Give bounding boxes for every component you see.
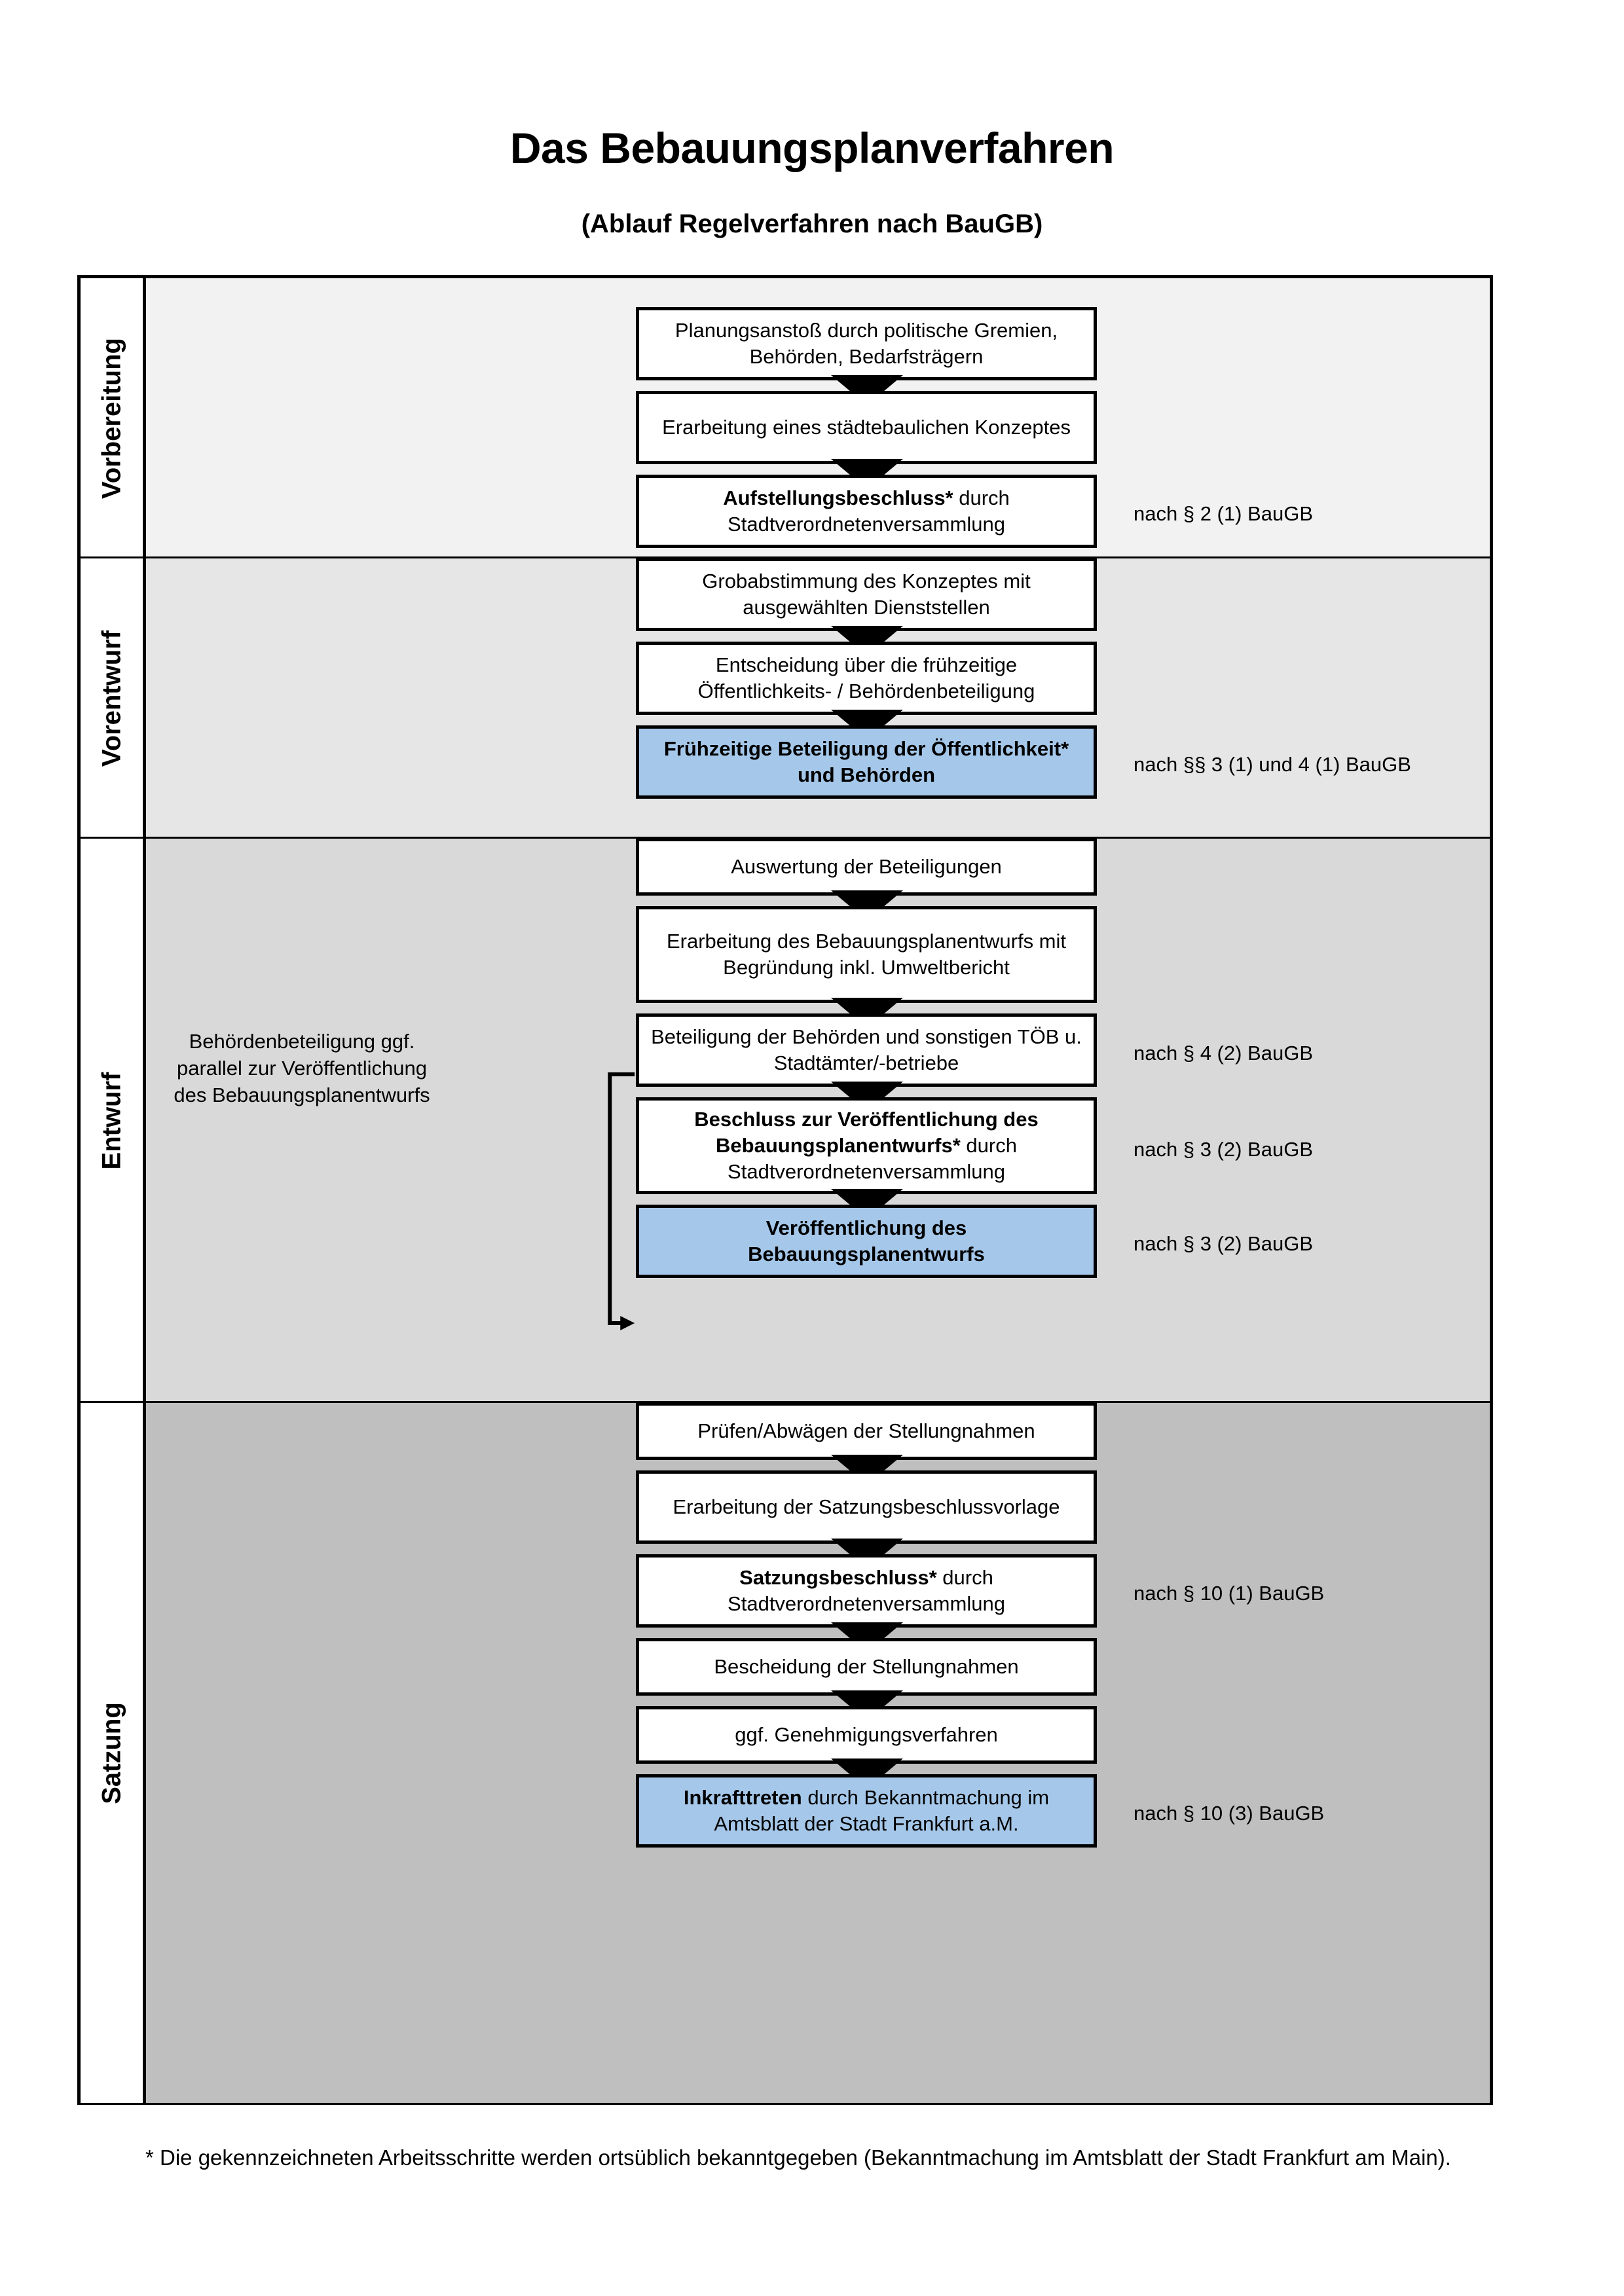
section-satzung: Satzung Prüfen/Abwägen der Stellungnahme…: [81, 1401, 1490, 2103]
step-text: Auswertung der Beteiligungen: [731, 855, 1002, 879]
step-text: Inkrafttreten durch Bekanntmachung im Am…: [648, 1785, 1084, 1836]
section-divider: [81, 1401, 1490, 1403]
step-box[interactable]: Auswertung der Beteiligungen: [636, 838, 1097, 896]
step-box[interactable]: Erarbeitung der Satzungsbeschlussvorlage: [636, 1470, 1097, 1544]
legal-reference: nach § 4 (2) BauGB: [1134, 1042, 1313, 1065]
step-box-highlighted[interactable]: Veröffentlichung des Bebauungsplanentwur…: [636, 1205, 1097, 1278]
section-body-vorentwurf: Grobabstimmung des Konzeptes mit ausgewä…: [146, 558, 1490, 839]
footnote-text: * Die gekennzeichneten Arbeitsschritte w…: [145, 2145, 1451, 2170]
step-text-bold: Frühzeitige Beteiligung der Öffentlichke…: [663, 737, 1069, 786]
section-label-entwurf: Entwurf: [97, 1072, 126, 1170]
step-box[interactable]: Beteiligung der Behörden und sonstigen T…: [636, 1013, 1097, 1087]
step-box[interactable]: Prüfen/Abwägen der Stellungnahmen: [636, 1402, 1097, 1460]
page-subtitle: (Ablauf Regelverfahren nach BauGB): [581, 210, 1043, 238]
step-box-highlighted[interactable]: Inkrafttreten durch Bekanntmachung im Am…: [636, 1774, 1097, 1848]
step-text: Bescheidung der Stellungnahmen: [714, 1655, 1019, 1679]
step-text: ggf. Genehmigungsverfahren: [735, 1723, 998, 1747]
section-label-vorentwurf: Vorentwurf: [97, 630, 126, 767]
step-box[interactable]: Erarbeitung eines städtebaulichen Konzep…: [636, 391, 1097, 464]
section-label-column-satzung: Satzung: [81, 1403, 146, 2103]
step-box[interactable]: Satzungsbeschluss* durch Stadtverordnete…: [636, 1554, 1097, 1628]
step-box-highlighted[interactable]: Frühzeitige Beteiligung der Öffentlichke…: [636, 725, 1097, 799]
step-text: Beschluss zur Veröffentlichung des Bebau…: [648, 1106, 1084, 1184]
step-text: Entscheidung über die frühzeitige Öffent…: [697, 653, 1035, 702]
step-text-normal: durch Stadtverordnetenversammlung: [728, 1566, 1005, 1615]
section-divider: [81, 556, 1490, 558]
step-text-bold: Satzungsbeschluss*: [739, 1566, 937, 1590]
step-text-normal: durch Stadtverordnetenversammlung: [728, 1134, 1017, 1183]
section-divider: [81, 837, 1490, 839]
step-text: Frühzeitige Beteiligung der Öffentlichke…: [648, 736, 1084, 788]
step-text-normal: durch Bekanntmachung im Amtsblatt der St…: [714, 1786, 1050, 1835]
legal-reference: nach § 3 (2) BauGB: [1134, 1232, 1313, 1255]
legal-reference: nach § 3 (2) BauGB: [1134, 1138, 1313, 1161]
step-box[interactable]: Beschluss zur Veröffentlichung des Bebau…: [636, 1097, 1097, 1194]
page-title: Das Bebauungsplanverfahren: [509, 124, 1115, 172]
step-text-bold: Inkrafttreten: [683, 1786, 802, 1810]
step-text: Erarbeitung eines städtebaulichen Konzep…: [662, 416, 1071, 439]
step-text: Prüfen/Abwägen der Stellungnahmen: [697, 1419, 1035, 1443]
step-box[interactable]: Planungsanstoß durch politische Gremien,…: [636, 307, 1097, 380]
step-text: Veröffentlichung des Bebauungsplanentwur…: [648, 1215, 1084, 1267]
step-text: Planungsanstoß durch politische Gremien,…: [674, 319, 1058, 368]
section-body-satzung: Prüfen/Abwägen der Stellungnahmen Erarbe…: [146, 1402, 1490, 2103]
flowchart-frame: Vorbereitung Planungsanstoß durch politi…: [77, 275, 1493, 2105]
legal-reference: nach § 2 (1) BauGB: [1134, 502, 1313, 525]
section-vorentwurf: Vorentwurf Grobabstimmung des Konzeptes …: [81, 556, 1490, 839]
step-text: Aufstellungsbeschluss* durch Stadtverord…: [648, 485, 1084, 537]
section-label-column-vorbereitung: Vorbereitung: [81, 278, 146, 558]
step-text-bold: Beschluss zur Veröffentlichung des Bebau…: [694, 1108, 1039, 1157]
step-box[interactable]: Aufstellungsbeschluss* durch Stadtverord…: [636, 475, 1097, 548]
side-note: Behördenbeteiligung ggf. parallel zur Ve…: [174, 1030, 430, 1106]
step-text: Grobabstimmung des Konzeptes mit ausgewä…: [702, 570, 1031, 619]
section-label-satzung: Satzung: [97, 1702, 126, 1804]
step-box[interactable]: Bescheidung der Stellungnahmen: [636, 1638, 1097, 1696]
section-label-column-entwurf: Entwurf: [81, 839, 146, 1403]
step-text: Satzungsbeschluss* durch Stadtverordnete…: [648, 1565, 1084, 1616]
section-body-entwurf: Auswertung der Beteiligungen Erarbeitung…: [146, 838, 1490, 1403]
step-box[interactable]: Entscheidung über die frühzeitige Öffent…: [636, 642, 1097, 715]
step-box[interactable]: Grobabstimmung des Konzeptes mit ausgewä…: [636, 558, 1097, 631]
section-entwurf: Entwurf Auswertung der Beteiligungen Era…: [81, 837, 1490, 1403]
step-text: Beteiligung der Behörden und sonstigen T…: [651, 1025, 1082, 1074]
step-text-bold: Veröffentlichung des Bebauungsplanentwur…: [748, 1216, 985, 1266]
section-vorbereitung: Vorbereitung Planungsanstoß durch politi…: [81, 278, 1490, 558]
step-box[interactable]: Erarbeitung des Bebauungsplanentwurfs mi…: [636, 906, 1097, 1003]
section-body-vorbereitung: Planungsanstoß durch politische Gremien,…: [146, 278, 1490, 558]
step-text: Erarbeitung der Satzungsbeschlussvorlage: [673, 1495, 1060, 1519]
section-label-vorbereitung: Vorbereitung: [97, 338, 126, 499]
legal-reference: nach § 10 (3) BauGB: [1134, 1802, 1325, 1825]
step-box[interactable]: ggf. Genehmigungsverfahren: [636, 1706, 1097, 1764]
legal-reference: nach §§ 3 (1) und 4 (1) BauGB: [1134, 753, 1411, 776]
section-label-column-vorentwurf: Vorentwurf: [81, 558, 146, 839]
step-text-bold: Aufstellungsbeschluss*: [723, 486, 953, 510]
step-text-normal: durch Stadtverordnetenversammlung: [728, 486, 1010, 536]
legal-reference: nach § 10 (1) BauGB: [1134, 1582, 1325, 1605]
step-text: Erarbeitung des Bebauungsplanentwurfs mi…: [666, 930, 1067, 979]
